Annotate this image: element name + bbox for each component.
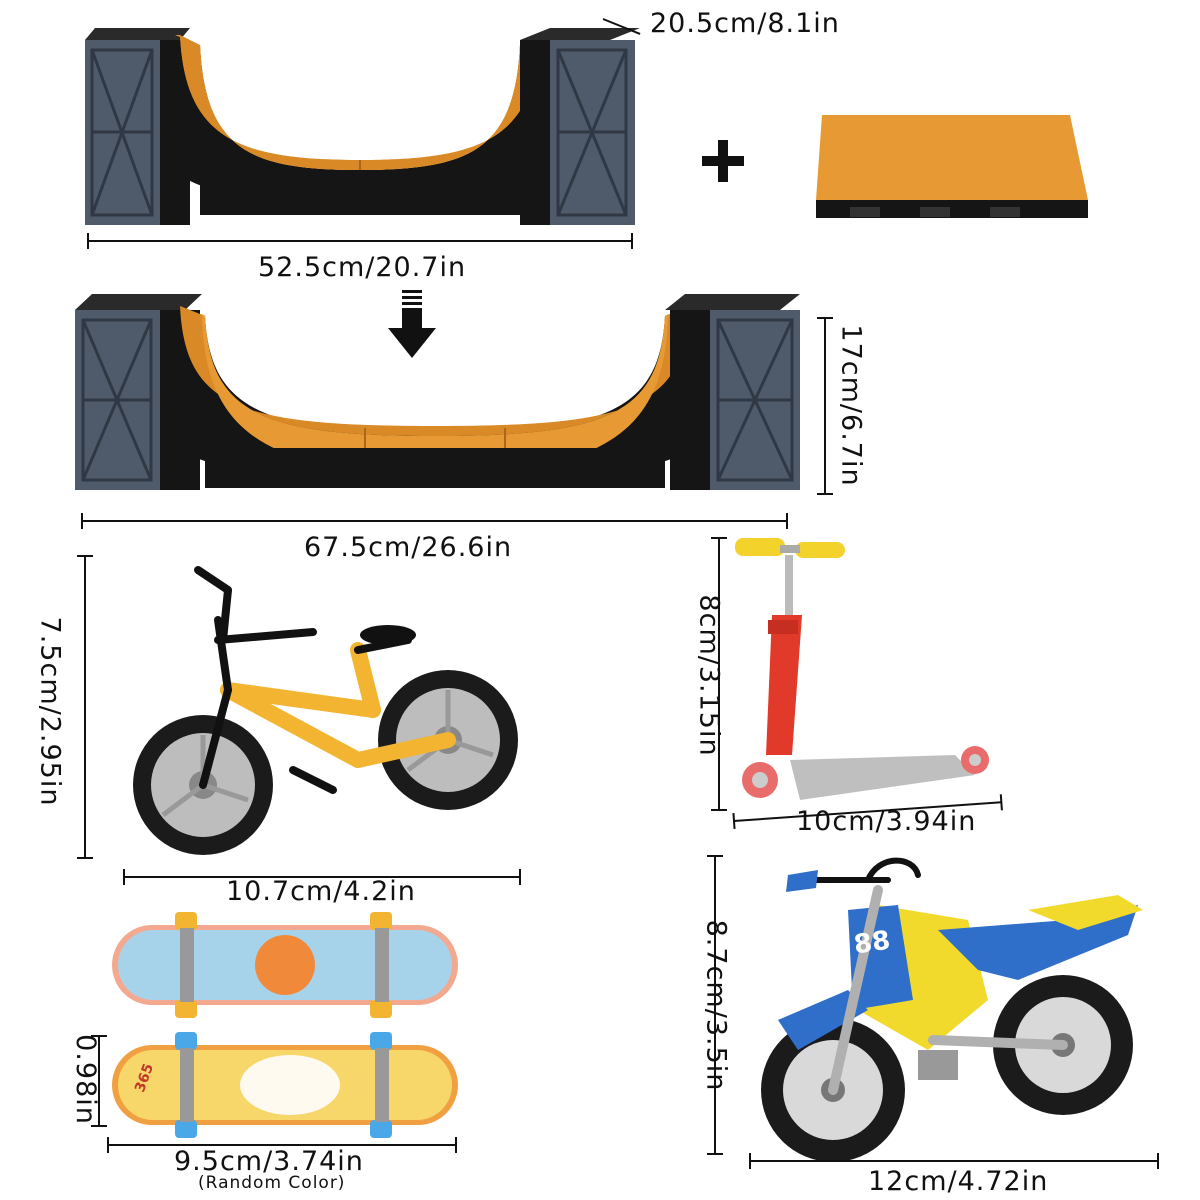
large-ramp-width-label: 67.5cm/26.6in (304, 532, 513, 563)
large-halfpipe-ramp (70, 288, 805, 498)
finger-skateboard-bottom: 365 (110, 1030, 460, 1140)
bike-height-label: 7.5cm/2.95in (34, 616, 66, 807)
small-ramp-depth-label: 20.5cm/8.1in (650, 8, 840, 39)
large-ramp-height-line (817, 317, 833, 495)
skateboard-width-line (107, 1137, 457, 1153)
bike-width-line (123, 869, 521, 885)
bike-height-line (77, 555, 93, 859)
motorbike-height-line (707, 855, 723, 1155)
skateboard-height-label: 0.98in (69, 1034, 101, 1125)
small-ramp-width-line (87, 233, 633, 249)
large-ramp-width-line (81, 513, 788, 529)
motorbike-height-label: 8.7cm/3.5in (700, 919, 732, 1092)
finger-bmx-bike (118, 560, 528, 860)
motorbike-width-line (749, 1153, 1159, 1169)
down-arrow-icon (388, 290, 436, 360)
motorbike-number-plate: 88 (852, 925, 893, 961)
large-ramp-height-label: 17cm/6.7in (835, 324, 867, 487)
skateboard-height-line (91, 1035, 107, 1127)
scooter-height-line (711, 537, 727, 811)
plus-icon (702, 140, 744, 182)
skateboard-width-label: 9.5cm/3.74in (174, 1146, 364, 1177)
finger-skateboard-top (110, 910, 460, 1020)
flat-extension-panel (810, 115, 1100, 225)
scooter-width-label: 10cm/3.94in (796, 806, 977, 837)
small-halfpipe-ramp (80, 20, 640, 230)
finger-scooter (730, 530, 1010, 820)
finger-motorbike: 88 (738, 850, 1158, 1170)
random-color-note: (Random Color) (198, 1173, 346, 1193)
small-ramp-width-label: 52.5cm/20.7in (258, 252, 467, 283)
bike-width-label: 10.7cm/4.2in (226, 876, 416, 907)
motorbike-width-label: 12cm/4.72in (868, 1166, 1049, 1197)
scooter-height-label: 8cm/3.15in (693, 594, 725, 757)
